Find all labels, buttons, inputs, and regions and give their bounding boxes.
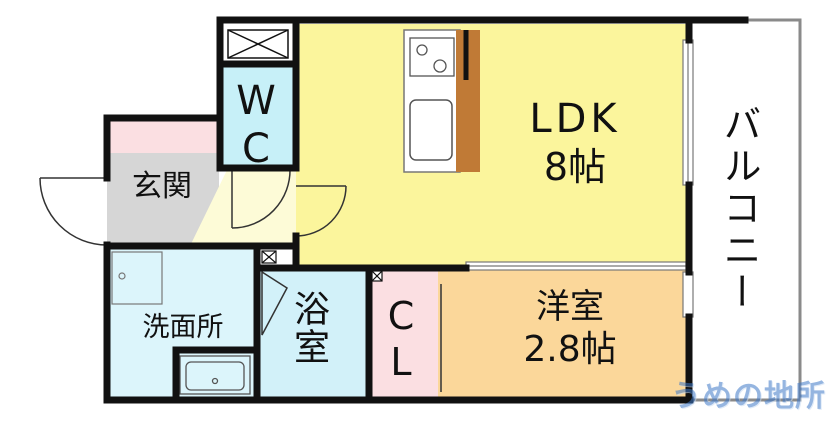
walls (103, 16, 749, 404)
balcony-area (688, 18, 802, 402)
western-floor (438, 270, 689, 398)
ldk-size-label: 8帖 (543, 145, 607, 189)
washroom-label: 洗面所 (142, 312, 224, 343)
entrance-label: 玄関 (132, 169, 192, 204)
bath-floor (257, 268, 369, 398)
bath-label: 浴室 (288, 290, 329, 366)
vent-icon (227, 29, 289, 59)
windows (465, 39, 694, 318)
wc-label: WC (233, 78, 279, 174)
washer-space (111, 251, 163, 305)
pipe-icon (371, 270, 383, 282)
stove-icon (409, 37, 455, 77)
washbasin-icon (179, 355, 251, 395)
wc-floor (220, 64, 296, 168)
kitchen-sink-icon (409, 99, 453, 161)
western-name-label: 洋室 (536, 287, 604, 327)
doors (39, 167, 442, 392)
balcony-label: バルコニー (717, 104, 761, 314)
watermark-logo: うめの地所 (671, 379, 826, 414)
hall-floor (190, 168, 296, 246)
ldk-name-label: LDK (529, 96, 621, 142)
closet-floor (371, 270, 438, 398)
washroom-floor (107, 246, 257, 398)
entrance-top-floor (107, 118, 219, 153)
ldk-floor (296, 24, 689, 267)
small-vent-icon (261, 250, 277, 264)
western-size-label: 2.8帖 (523, 329, 617, 370)
closet-label: CL (379, 294, 423, 386)
